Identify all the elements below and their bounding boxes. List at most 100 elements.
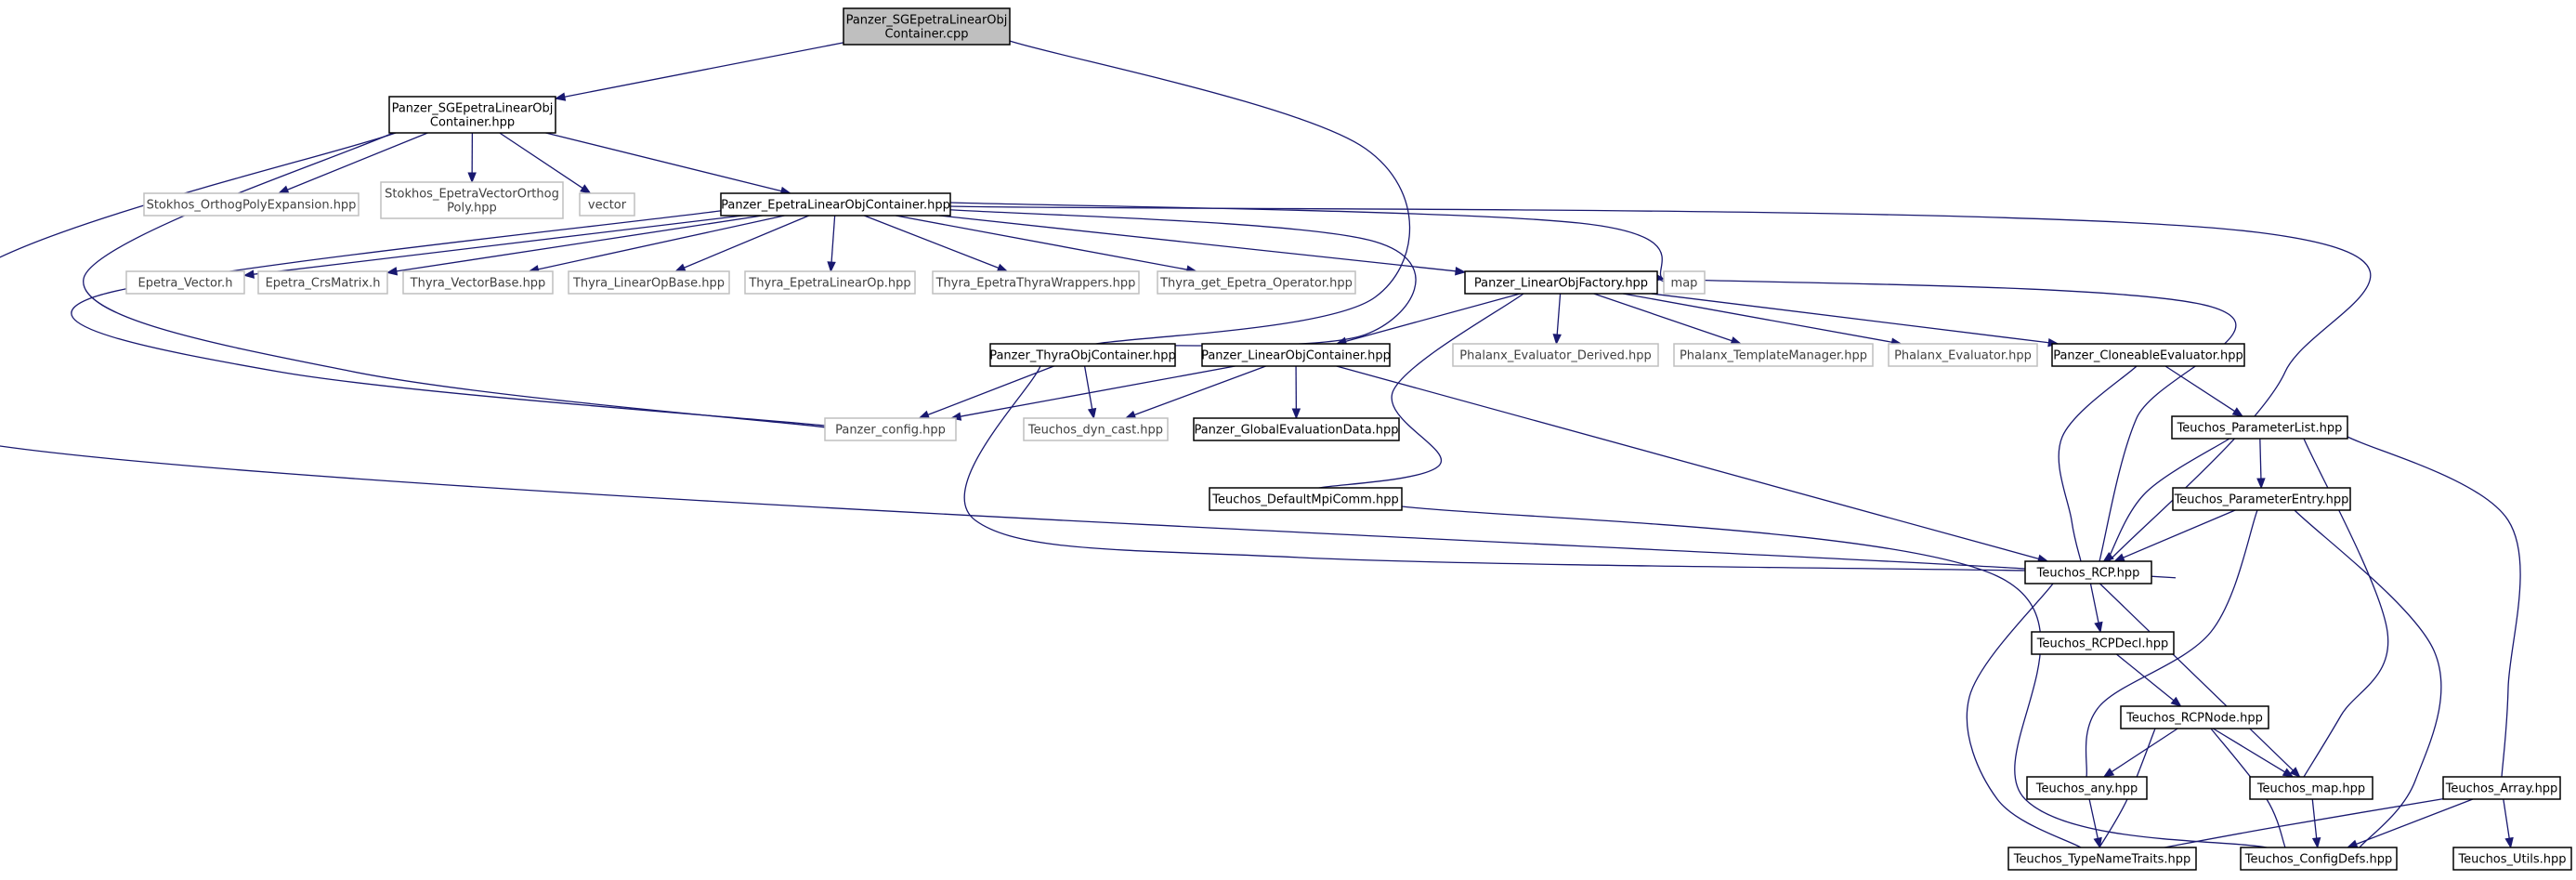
node-global_eval[interactable]: Panzer_GlobalEvaluationData.hpp bbox=[1193, 417, 1400, 441]
node-label: Epetra_CrsMatrix.h bbox=[266, 277, 381, 291]
edge-arrowhead bbox=[2256, 478, 2266, 490]
node-box bbox=[1464, 270, 1658, 295]
edge-array-to-typenametraits bbox=[2155, 795, 2464, 850]
node-label: Poly.hpp bbox=[447, 202, 497, 216]
node-label: Panzer_GlobalEvaluationData.hpp bbox=[1194, 424, 1398, 438]
node-label: Thyra_VectorBase.hpp bbox=[410, 277, 546, 291]
edge-arrowhead bbox=[580, 184, 592, 194]
node-cloneable[interactable]: Panzer_CloneableEvaluator.hpp bbox=[2051, 343, 2245, 367]
node-label: Teuchos_any.hpp bbox=[2035, 782, 2138, 796]
edge-epetra_loc-to-epetra_crs bbox=[386, 215, 763, 276]
node-rcpnode[interactable]: Teuchos_RCPNode.hpp bbox=[2120, 705, 2269, 729]
nodes-layer: Panzer_SGEpetraLinearObj Container.cppPan… bbox=[125, 7, 2572, 871]
edge-line bbox=[2111, 728, 2178, 773]
edge-param_list-to-tmap bbox=[2296, 423, 2389, 782]
node-any[interactable]: Teuchos_any.hpp bbox=[2026, 776, 2148, 800]
node-label: Teuchos_ParameterEntry.hpp bbox=[2174, 493, 2349, 507]
node-box bbox=[1157, 270, 1356, 295]
node-lof[interactable]: Panzer_LinearObjFactory.hpp bbox=[1464, 270, 1658, 295]
node-loc[interactable]: Panzer_LinearObjContainer.hpp bbox=[1201, 343, 1391, 367]
edge-arrowhead bbox=[1124, 410, 1137, 419]
edge-line bbox=[396, 215, 763, 272]
node-stokhos_orthopoly: Stokhos_OrthogPolyExpansion.hpp bbox=[143, 192, 360, 217]
edge-line bbox=[1651, 293, 2049, 344]
node-label: Container.cpp bbox=[884, 28, 968, 42]
edge-tmap-to-configdefs bbox=[2311, 798, 2321, 849]
node-box bbox=[1452, 343, 1659, 367]
edge-arrowhead bbox=[277, 185, 290, 194]
edge-cloneable-to-rcp bbox=[2058, 360, 2143, 565]
node-label: Teuchos_TypeNameTraits.hpp bbox=[2013, 853, 2191, 867]
node-label: Panzer_EpetraLinearObjContainer.hpp bbox=[721, 199, 950, 213]
node-thyra_oc[interactable]: Panzer_ThyraObjContainer.hpp bbox=[989, 343, 1176, 367]
node-box bbox=[1193, 417, 1400, 441]
node-label: Teuchos_Array.hpp bbox=[2445, 782, 2558, 796]
edge-epetra_loc-to-thyra_etw bbox=[864, 215, 1009, 272]
node-typenametraits[interactable]: Teuchos_TypeNameTraits.hpp bbox=[2007, 847, 2197, 871]
node-label: Thyra_EpetraThyraWrappers.hpp bbox=[935, 277, 1136, 291]
edge-loc-to-global_eval bbox=[1291, 365, 1301, 420]
node-label: Teuchos_DefaultMpiComm.hpp bbox=[1211, 493, 1398, 507]
node-box bbox=[125, 270, 245, 295]
edge-array-to-configdefs bbox=[2346, 798, 2474, 848]
node-rcp[interactable]: Teuchos_RCP.hpp bbox=[2024, 560, 2152, 584]
node-label: Panzer_SGEpetraLinearObj bbox=[392, 102, 554, 116]
node-epetra_vector: Epetra_Vector.h bbox=[125, 270, 245, 295]
node-phx_ed: Phalanx_Evaluator_Derived.hpp bbox=[1452, 343, 1659, 367]
node-panzer_config: Panzer_config.hpp bbox=[824, 417, 957, 441]
edge-rcpnode-to-tmap bbox=[2212, 728, 2295, 778]
node-box bbox=[2442, 776, 2561, 800]
node-label: map bbox=[1671, 277, 1698, 291]
edge-epetra_loc-to-lof bbox=[939, 215, 1467, 276]
edge-root-to-thyra_oc bbox=[985, 33, 1411, 348]
edge-thyra_oc-to-dyn_cast bbox=[1083, 365, 1097, 420]
edge-epetra_loc-to-thyra_elo bbox=[827, 215, 836, 273]
node-configdefs[interactable]: Teuchos_ConfigDefs.hpp bbox=[2240, 847, 2398, 871]
node-label: Teuchos_Utils.hpp bbox=[2457, 853, 2566, 867]
edge-arrowhead bbox=[2094, 621, 2103, 634]
edge-line bbox=[853, 204, 2372, 576]
edge-arrowhead bbox=[386, 267, 399, 276]
edge-lof-to-phx_ed bbox=[1552, 293, 1562, 346]
node-rcpdecl[interactable]: Teuchos_RCPDecl.hpp bbox=[2031, 631, 2175, 655]
edge-line bbox=[2088, 798, 2099, 839]
node-box bbox=[143, 192, 360, 217]
node-box bbox=[2007, 847, 2197, 871]
edge-line bbox=[985, 33, 1411, 348]
node-mpi_comm[interactable]: Teuchos_DefaultMpiComm.hpp bbox=[1209, 487, 1403, 511]
node-box bbox=[932, 270, 1140, 295]
node-box bbox=[744, 270, 916, 295]
edge-lof-to-cloneable bbox=[1651, 293, 2059, 348]
node-box bbox=[1888, 343, 2038, 367]
node-utils[interactable]: Teuchos_Utils.hpp bbox=[2452, 847, 2572, 871]
edge-line bbox=[2058, 360, 2143, 565]
node-box bbox=[1673, 343, 1874, 367]
edge-line bbox=[830, 215, 836, 263]
node-label: Container.hpp bbox=[430, 116, 515, 130]
node-box bbox=[2024, 560, 2152, 584]
edge-line bbox=[1309, 285, 1534, 491]
edge-arrowhead bbox=[2113, 553, 2125, 562]
node-box bbox=[2051, 343, 2245, 367]
edge-arrowhead bbox=[2170, 696, 2182, 707]
edge-arrowhead bbox=[2311, 837, 2321, 849]
edge-any-to-typenametraits bbox=[2088, 798, 2102, 849]
node-param_list[interactable]: Teuchos_ParameterList.hpp bbox=[2171, 415, 2348, 440]
node-box bbox=[1023, 417, 1169, 441]
node-label: Stokhos_EpetraVectorOrthog bbox=[385, 188, 559, 202]
node-label: Stokhos_OrthogPolyExpansion.hpp bbox=[147, 199, 357, 213]
node-array[interactable]: Teuchos_Array.hpp bbox=[2442, 776, 2561, 800]
edge-rcp-to-tmap bbox=[2099, 583, 2301, 778]
edge-line bbox=[2503, 798, 2510, 839]
node-param_entry[interactable]: Teuchos_ParameterEntry.hpp bbox=[2172, 487, 2351, 511]
node-vector: vector bbox=[579, 192, 635, 217]
node-tmap[interactable]: Teuchos_map.hpp bbox=[2249, 776, 2373, 800]
node-thyra_etw: Thyra_EpetraThyraWrappers.hpp bbox=[932, 270, 1140, 295]
node-epetra_loc[interactable]: Panzer_EpetraLinearObjContainer.hpp bbox=[720, 192, 951, 217]
node-label: Teuchos_RCP.hpp bbox=[2036, 567, 2140, 581]
edge-line bbox=[545, 132, 782, 192]
node-box bbox=[824, 417, 957, 441]
node-map: map bbox=[1663, 270, 1706, 295]
edge-epetra_loc-to-thyra_geo bbox=[896, 215, 1198, 274]
